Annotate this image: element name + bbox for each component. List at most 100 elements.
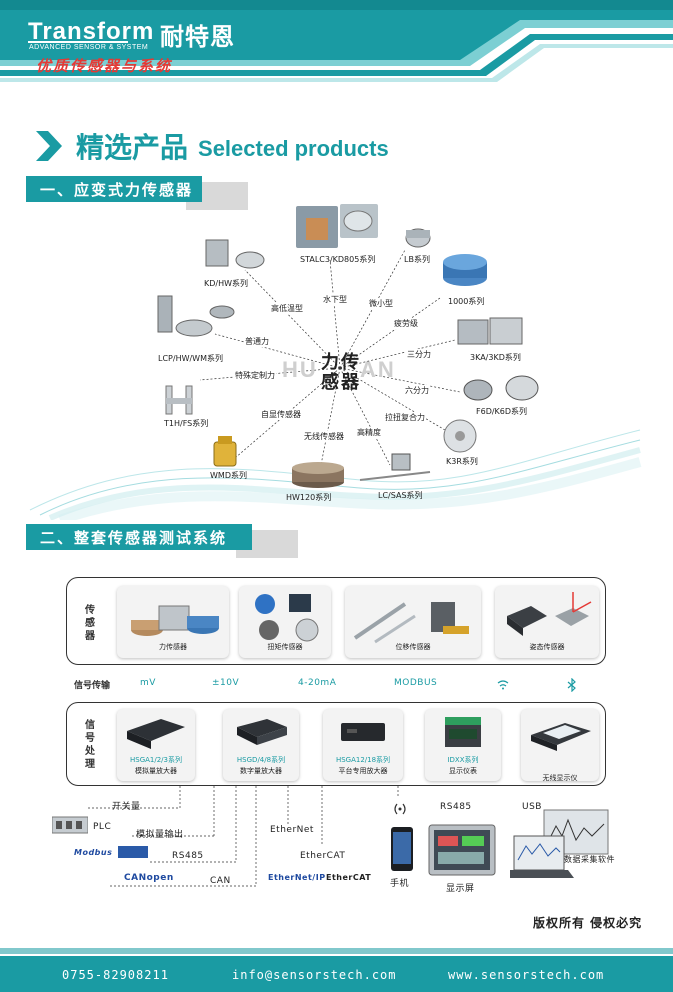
diagram-graphics	[29, 204, 642, 520]
force-sensor-image	[131, 605, 219, 636]
footer-email[interactable]: info@sensorstech.com	[232, 968, 397, 982]
product-label: WMD系列	[210, 471, 247, 480]
product-label: K3R系列	[446, 457, 478, 466]
spoke-label: 水下型	[322, 294, 348, 305]
processor-card-display: IDXX系列 显示仪表	[425, 709, 501, 781]
displacement-sensor-image	[353, 602, 469, 644]
spoke-label: 无线传感器	[303, 431, 345, 442]
spoke-label: 疲劳级	[393, 318, 419, 329]
sensor-row-box: 传感器 力传感器 扭矩传感器 位移传感器	[66, 577, 606, 665]
section-title-system: 二、整套传感器测试系统	[40, 529, 228, 547]
ethernet-ip-logo: EtherNet/IP	[268, 873, 326, 882]
processor-card-platform: HSGA12/18系列 平台专用放大器	[323, 709, 403, 781]
plc-device-image	[52, 816, 88, 834]
product-label: LB系列	[404, 255, 430, 264]
signal-item: mV	[140, 678, 156, 688]
sensor-card-attitude: 姿态传感器	[495, 586, 599, 658]
signal-row: 信号传输 mV ±10V 4-20mA MODBUS	[0, 678, 673, 694]
output-wiring	[88, 786, 399, 887]
chevron-right-icon	[36, 131, 62, 161]
spoke-label: 普通力	[244, 336, 270, 347]
watermark-left: HU	[282, 357, 318, 382]
processing-row-box: 信号处理 HSGA1/2/3系列 模拟量放大器 HSGD/4/8系列 数字量放大…	[66, 702, 606, 786]
force-sensor-diagram: HU AN 力传感器 水下型 微小型 疲劳级 三分力 六分力 拉扭复合力 高精度…	[0, 200, 673, 520]
usb-label: USB	[522, 802, 542, 812]
header-background	[0, 0, 673, 82]
product-label: 3KA/3KD系列	[470, 353, 521, 362]
product-label: LC/SAS系列	[378, 491, 423, 500]
processing-row-title: 信号处理	[85, 720, 95, 770]
processor-name: 数字量放大器	[240, 767, 282, 775]
sensor-label: 扭矩传感器	[267, 643, 303, 651]
ethernet-label: EtherNet	[270, 825, 314, 835]
processor-series: HSGD/4/8系列	[236, 756, 286, 764]
analog-output-label: 模拟量输出	[136, 830, 184, 840]
wireless-signal-icon	[394, 803, 406, 815]
product-label: T1H/FS系列	[164, 419, 209, 428]
display-meter-image	[445, 717, 481, 747]
product-label: STALC3/KD805系列	[300, 255, 376, 264]
spoke-label: 高精度	[356, 427, 382, 438]
digital-amplifier-image	[237, 719, 287, 745]
ethercat-logo: EtherCAT	[326, 873, 372, 882]
processor-name: 无线显示仪	[542, 774, 578, 782]
processor-card-analog: HSGA1/2/3系列 模拟量放大器	[117, 709, 195, 781]
plc-label: PLC	[93, 822, 112, 832]
selected-title-en: Selected products	[198, 136, 389, 161]
spoke-label: 三分力	[406, 349, 432, 360]
brand-name-cn: 耐特恩	[160, 23, 235, 51]
brand-name-en: Transform	[28, 18, 155, 45]
product-label: F6D/K6D系列	[476, 407, 528, 416]
mobile-phone-image	[391, 827, 413, 871]
spoke-label: 自显传感器	[260, 409, 302, 420]
laptop-software-image	[510, 809, 609, 878]
diagram-center-label: 力传感器	[321, 352, 361, 393]
spoke-label: 特殊定制力	[234, 370, 276, 381]
rs485-label: RS485	[172, 851, 204, 861]
sensor-label: 力传感器	[159, 643, 187, 651]
analog-amplifier-image	[127, 719, 185, 749]
platform-amplifier-image	[341, 723, 385, 741]
section-title-strain: 一、应变式力传感器	[40, 181, 194, 199]
phone-label: 手机	[390, 879, 410, 889]
selected-products-heading: 精选产品 Selected products	[34, 126, 389, 166]
selected-title-cn: 精选产品	[76, 131, 189, 164]
sensor-card-force: 力传感器	[117, 586, 229, 658]
copyright-notice: 版权所有 侵权必究	[533, 916, 643, 930]
signal-row-title: 信号传输	[74, 681, 111, 691]
display-screen-image	[428, 824, 496, 876]
ethercat-label: EtherCAT	[300, 851, 346, 861]
footer-phone[interactable]: 0755-82908211	[62, 968, 169, 982]
slogan: 优质传感器与系统	[36, 57, 173, 75]
spoke-label: 微小型	[368, 298, 394, 309]
header: Transform ADVANCED SENSOR & SYSTEM 耐特恩 优…	[0, 0, 673, 82]
signal-item: MODBUS	[394, 678, 438, 688]
canopen-logo: CANopen	[124, 873, 174, 883]
brand-subtitle: ADVANCED SENSOR & SYSTEM	[29, 44, 149, 51]
sensor-label: 位移传感器	[395, 643, 431, 651]
brand-underline	[28, 41, 128, 43]
processor-name: 显示仪表	[449, 767, 477, 775]
sensor-card-displacement: 位移传感器	[345, 586, 481, 658]
footer-website[interactable]: www.sensorstech.com	[448, 968, 605, 982]
spoke-label: 高低温型	[270, 303, 304, 314]
torque-sensor-image	[255, 594, 319, 642]
watermark-right: AN	[360, 357, 396, 382]
product-label: LCP/HW/WM系列	[158, 354, 223, 363]
processor-name: 平台专用放大器	[338, 767, 388, 775]
processor-card-wireless: 无线显示仪	[521, 709, 599, 782]
wireless-display-image	[531, 723, 591, 751]
signal-item: ±10V	[212, 678, 240, 688]
product-label: 1000系列	[448, 297, 485, 306]
processor-name: 模拟量放大器	[135, 767, 177, 775]
processor-series: HSGA1/2/3系列	[130, 756, 182, 764]
processor-card-digital: HSGD/4/8系列 数字量放大器	[223, 709, 299, 781]
attitude-sensor-image	[507, 592, 592, 636]
software-label: 数据采集软件	[564, 855, 615, 864]
sensor-row-title: 传感器	[85, 605, 95, 642]
processor-series: HSGA12/18系列	[335, 756, 391, 764]
modbus-device-image	[118, 846, 148, 858]
rs485-screen-label: RS485	[440, 802, 472, 812]
sensor-label: 姿态传感器	[529, 643, 565, 651]
spoke-label: 六分力	[404, 385, 430, 396]
